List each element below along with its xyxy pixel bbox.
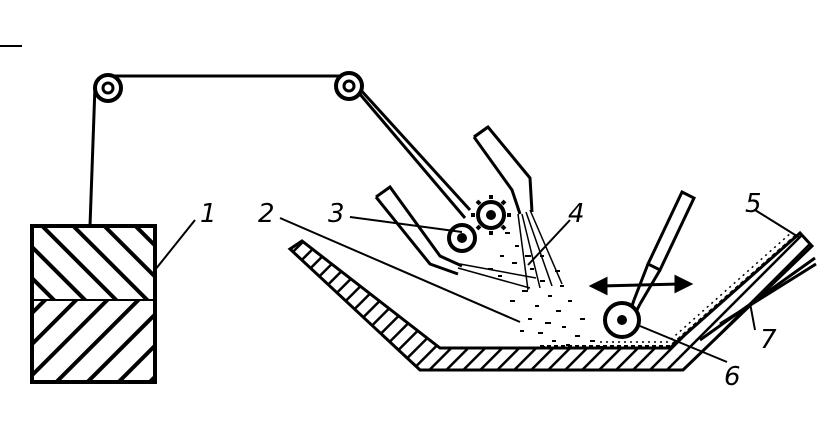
chopper-roller-gear bbox=[471, 195, 511, 235]
label-1: 1 bbox=[200, 199, 217, 229]
guide-pulley-right bbox=[334, 71, 364, 101]
resin-spray-nozzle bbox=[472, 124, 534, 215]
fiber-guide-nozzle bbox=[374, 184, 463, 276]
label-2: 2 bbox=[258, 199, 275, 229]
label-3: 3 bbox=[328, 199, 345, 229]
separation-film bbox=[699, 256, 817, 342]
compaction-roller bbox=[603, 189, 696, 339]
roving-supply-box bbox=[30, 224, 157, 384]
label-6: 6 bbox=[724, 362, 741, 392]
label-5: 5 bbox=[745, 189, 762, 219]
laminate-layer bbox=[540, 231, 796, 347]
label-4: 4 bbox=[568, 199, 585, 229]
chopped-fiber-spray bbox=[488, 232, 604, 348]
spray-jet bbox=[457, 209, 563, 291]
guide-pulley-left bbox=[93, 73, 123, 103]
chopper-roller bbox=[447, 223, 477, 253]
mold bbox=[287, 230, 815, 372]
label-7: 7 bbox=[760, 325, 777, 355]
reciprocating-motion-arrow bbox=[588, 274, 694, 296]
roving-strand bbox=[88, 74, 472, 227]
leader-lines bbox=[154, 209, 801, 363]
